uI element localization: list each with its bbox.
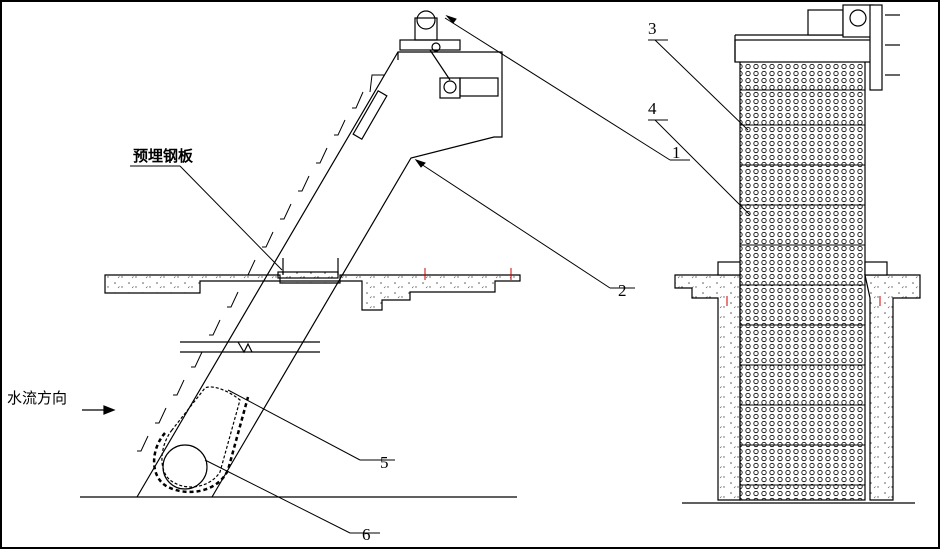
left-wall bbox=[674, 274, 741, 501]
top-housing bbox=[734, 39, 874, 63]
bottom-sprocket bbox=[152, 386, 250, 494]
callout-3: 3 bbox=[648, 19, 657, 38]
break-lines bbox=[180, 341, 320, 354]
leader-2 bbox=[417, 161, 611, 289]
perforated-screen-panel bbox=[739, 59, 866, 501]
anchor-marks bbox=[424, 268, 512, 280]
leader-lines-side bbox=[130, 14, 690, 534]
callout-6: 6 bbox=[362, 525, 371, 544]
embedded-plate-label: 预埋钢板 bbox=[133, 147, 194, 165]
panel-rows bbox=[740, 89, 865, 486]
callout-2: 2 bbox=[618, 281, 627, 300]
callout-4: 4 bbox=[648, 99, 657, 118]
side-view bbox=[80, 10, 690, 534]
frame-slot bbox=[352, 90, 388, 140]
leader-5 bbox=[227, 389, 361, 461]
callout-1: 1 bbox=[672, 143, 681, 162]
front-view bbox=[648, 4, 921, 504]
embedded-steel-plate bbox=[277, 271, 339, 279]
ground-slab bbox=[104, 274, 521, 311]
leader-1 bbox=[444, 17, 671, 161]
flow-direction-label: 水流方向 bbox=[7, 389, 67, 407]
callout-5: 5 bbox=[380, 453, 389, 472]
leader-3 bbox=[654, 39, 749, 131]
rake-teeth bbox=[137, 74, 385, 452]
flow-arrow bbox=[82, 405, 116, 415]
front-anchor-marks bbox=[726, 296, 881, 306]
leader-plate bbox=[179, 165, 283, 271]
leader-6 bbox=[204, 459, 351, 534]
front-drive-motor bbox=[807, 4, 900, 91]
leader-4 bbox=[654, 119, 751, 216]
right-wall bbox=[864, 274, 921, 501]
drive-unit bbox=[399, 10, 499, 99]
leader-lines-front bbox=[648, 39, 751, 216]
